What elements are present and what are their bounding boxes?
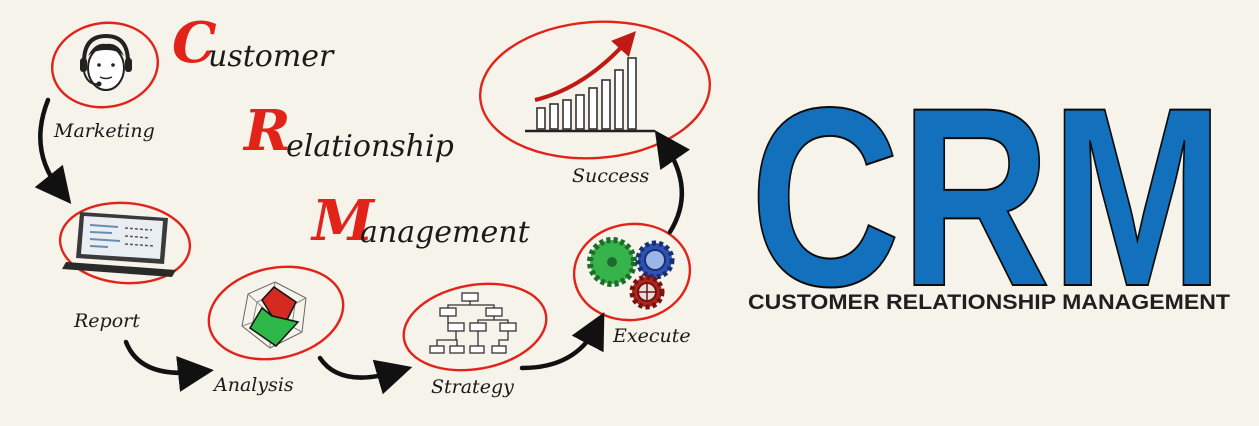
headline-customer-rest: ustomer — [208, 39, 335, 74]
rising-bar-chart-icon — [525, 31, 655, 133]
headline-customer-initial: C — [172, 10, 217, 76]
node-analysis: Analysis — [207, 265, 345, 396]
node-report: Report — [58, 201, 192, 332]
arrow-strategy-to-execute — [519, 312, 605, 371]
crm-logo-subtitle: CUSTOMER RELATIONSHIP MANAGEMENT — [748, 291, 1230, 314]
label-marketing: Marketing — [53, 120, 155, 142]
headline-relationship-initial: R — [242, 98, 291, 164]
node-strategy: Strategy — [402, 282, 548, 398]
flowchart-icon — [429, 292, 517, 354]
radar-chart-icon — [241, 281, 307, 349]
headline-management: M anagement — [310, 188, 531, 254]
gears-icon — [587, 237, 675, 310]
node-execute: Execute — [572, 222, 692, 347]
crm-logo: CRM CUSTOMER RELATIONSHIP MANAGEMENT — [748, 54, 1230, 341]
cycle-arrows — [34, 97, 691, 395]
headline-relationship: R elationship — [242, 98, 454, 164]
label-strategy: Strategy — [431, 376, 514, 398]
label-success: Success — [572, 165, 650, 187]
headline-relationship-rest: elationship — [286, 129, 454, 164]
headline-customer: C ustomer — [172, 10, 335, 76]
node-success: Success — [478, 20, 712, 187]
label-execute: Execute — [612, 325, 691, 347]
arrow-analysis-to-strategy — [317, 355, 413, 395]
label-analysis: Analysis — [212, 374, 294, 396]
node-marketing: Marketing — [50, 21, 160, 142]
crm-logo-letters: CRM — [750, 55, 1224, 340]
headline-management-rest: anagement — [360, 215, 531, 250]
arrow-report-to-analysis — [123, 339, 214, 392]
arrow-execute-to-success — [654, 130, 691, 235]
arrow-marketing-to-report — [34, 97, 72, 205]
headline-management-initial: M — [310, 188, 376, 254]
label-report: Report — [73, 310, 140, 332]
headset-agent-icon — [80, 33, 132, 91]
laptop-icon — [62, 212, 176, 277]
